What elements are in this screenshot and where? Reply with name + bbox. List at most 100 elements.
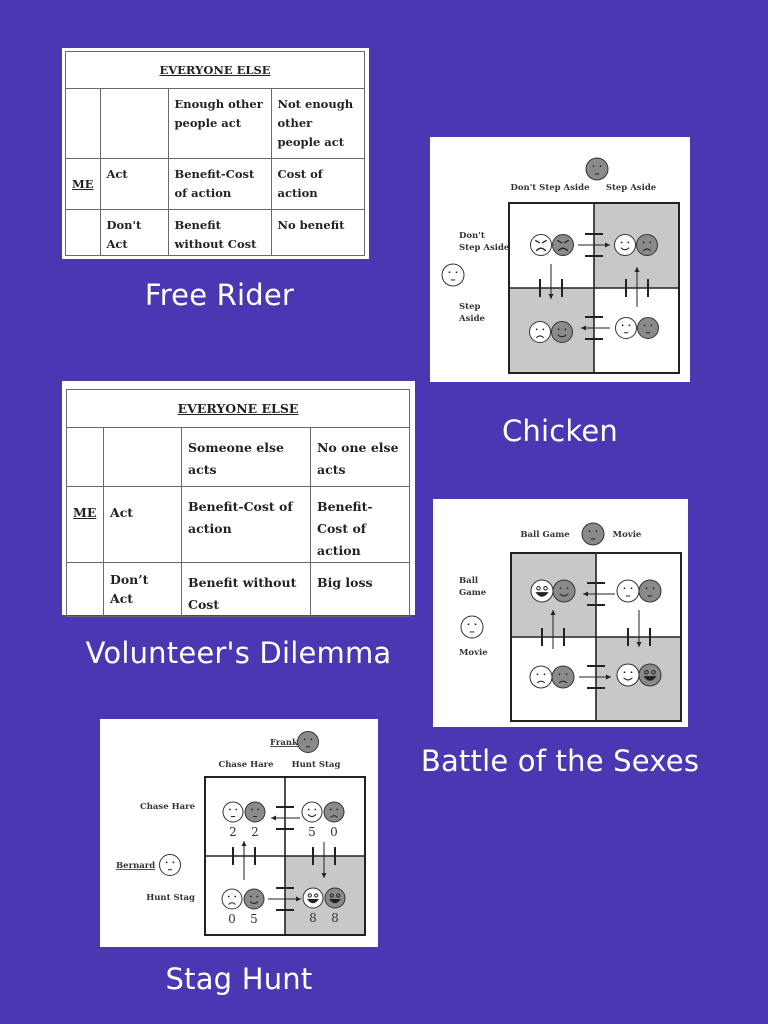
face-outline <box>302 887 324 909</box>
neutral-face-icon <box>638 579 662 603</box>
eye <box>329 893 334 898</box>
row-label: Don't <box>459 231 485 241</box>
eye <box>474 623 477 626</box>
eye <box>542 328 545 331</box>
angry-face-icon <box>552 234 574 256</box>
arrow-head <box>550 610 556 615</box>
eye <box>448 271 451 274</box>
eye <box>650 324 653 327</box>
eye <box>303 738 306 741</box>
free-rider-card: EVERYONE ELSE Enough other people act No… <box>62 48 369 259</box>
empty-cell <box>103 427 182 487</box>
row-label: Ball <box>459 576 479 586</box>
eye <box>620 241 623 244</box>
mouth <box>643 676 657 681</box>
face-outline <box>159 854 181 876</box>
eye <box>536 585 541 591</box>
face-outline <box>552 234 574 256</box>
very-happy-face-icon <box>530 579 554 603</box>
face-outline <box>551 665 575 689</box>
empty-cell <box>66 562 104 617</box>
face-outline <box>638 579 662 603</box>
payoff-cell: Benefit-Cost of action <box>167 158 272 210</box>
mouth <box>249 901 259 904</box>
eye <box>595 530 598 533</box>
sad-face-icon <box>636 234 658 256</box>
mouth <box>557 334 567 338</box>
face-outline <box>460 615 484 639</box>
eye <box>314 808 317 811</box>
eye <box>234 895 237 898</box>
empty-cell <box>65 88 101 159</box>
col-label: Ball Game <box>520 530 570 540</box>
payoff-cell: Benefit-Cost of action <box>181 486 311 563</box>
face-outline <box>301 801 323 823</box>
empty-cell <box>99 88 169 159</box>
row-player-label: Bernard <box>116 861 155 871</box>
neutral-face-icon <box>616 579 640 603</box>
neutral-face-icon <box>581 522 605 546</box>
neutral-face-icon <box>460 615 484 639</box>
payoff-value: 0 <box>330 825 338 839</box>
eye <box>310 738 313 741</box>
happy-face-icon <box>616 663 640 687</box>
eye <box>455 271 458 274</box>
row-label: Step Aside <box>459 243 510 253</box>
eye <box>592 165 595 168</box>
face-outline <box>530 579 554 603</box>
eye <box>227 895 230 898</box>
mouth <box>620 247 630 251</box>
eye <box>329 808 332 811</box>
empty-cell <box>66 427 104 487</box>
payoff-value: 8 <box>331 911 339 925</box>
header-everyone-else: EVERYONE ELSE <box>65 51 365 89</box>
eye <box>558 673 561 676</box>
battle-of-the-sexes-card: Ball Game Movie Ball Game Movie <box>433 499 688 727</box>
eye <box>599 165 602 168</box>
face-outline <box>297 731 319 753</box>
eye <box>250 808 253 811</box>
chicken-diagram: Don't Step Aside Step Aside Don't Step A… <box>441 157 680 374</box>
face-outline <box>616 579 640 603</box>
payoff-cell: Benefit-Cost of action <box>310 486 410 563</box>
header-label: EVERYONE ELSE <box>159 63 271 77</box>
arrow-head <box>241 841 247 846</box>
arrow-head <box>296 896 301 902</box>
neutral-face-icon <box>585 157 609 181</box>
row-label: Don't Act <box>99 209 169 256</box>
volunteers-dilemma-table: EVERYONE ELSE Someone else acts No one e… <box>66 389 410 617</box>
col-label: Don't Step Aside <box>510 183 590 193</box>
eye <box>644 669 649 675</box>
face-outline <box>551 321 573 343</box>
happy-face-icon <box>614 234 636 256</box>
arrow-head <box>321 873 327 878</box>
face-outline <box>552 579 576 603</box>
sad-face-icon <box>221 888 243 910</box>
eye <box>627 241 630 244</box>
eye <box>235 808 238 811</box>
eye <box>645 587 648 590</box>
eye <box>643 324 646 327</box>
mouth <box>558 680 568 684</box>
battle-diagram: Ball Game Movie Ball Game Movie <box>459 522 682 722</box>
arrow-head <box>271 815 276 821</box>
eye <box>467 623 470 626</box>
face-outline <box>637 317 659 339</box>
eye <box>557 328 560 331</box>
mouth <box>557 247 569 252</box>
payoff-cell: Cost of action <box>270 158 365 210</box>
col-label: Step Aside <box>606 183 657 193</box>
eye <box>649 241 652 244</box>
arrow-head <box>634 267 640 272</box>
eye <box>565 673 568 676</box>
eye <box>228 808 231 811</box>
eye <box>623 587 626 590</box>
stag-hunt-diagram: Frank Chase Hare Hunt Stag Chase Hare Hu… <box>116 731 366 936</box>
very-happy-face-icon <box>324 887 346 909</box>
payoff-value: 5 <box>250 912 258 926</box>
row-label: Game <box>459 588 487 598</box>
mouth <box>535 247 547 252</box>
happy-face-icon <box>552 579 576 603</box>
eye <box>630 671 633 674</box>
empty-cell <box>65 209 101 256</box>
